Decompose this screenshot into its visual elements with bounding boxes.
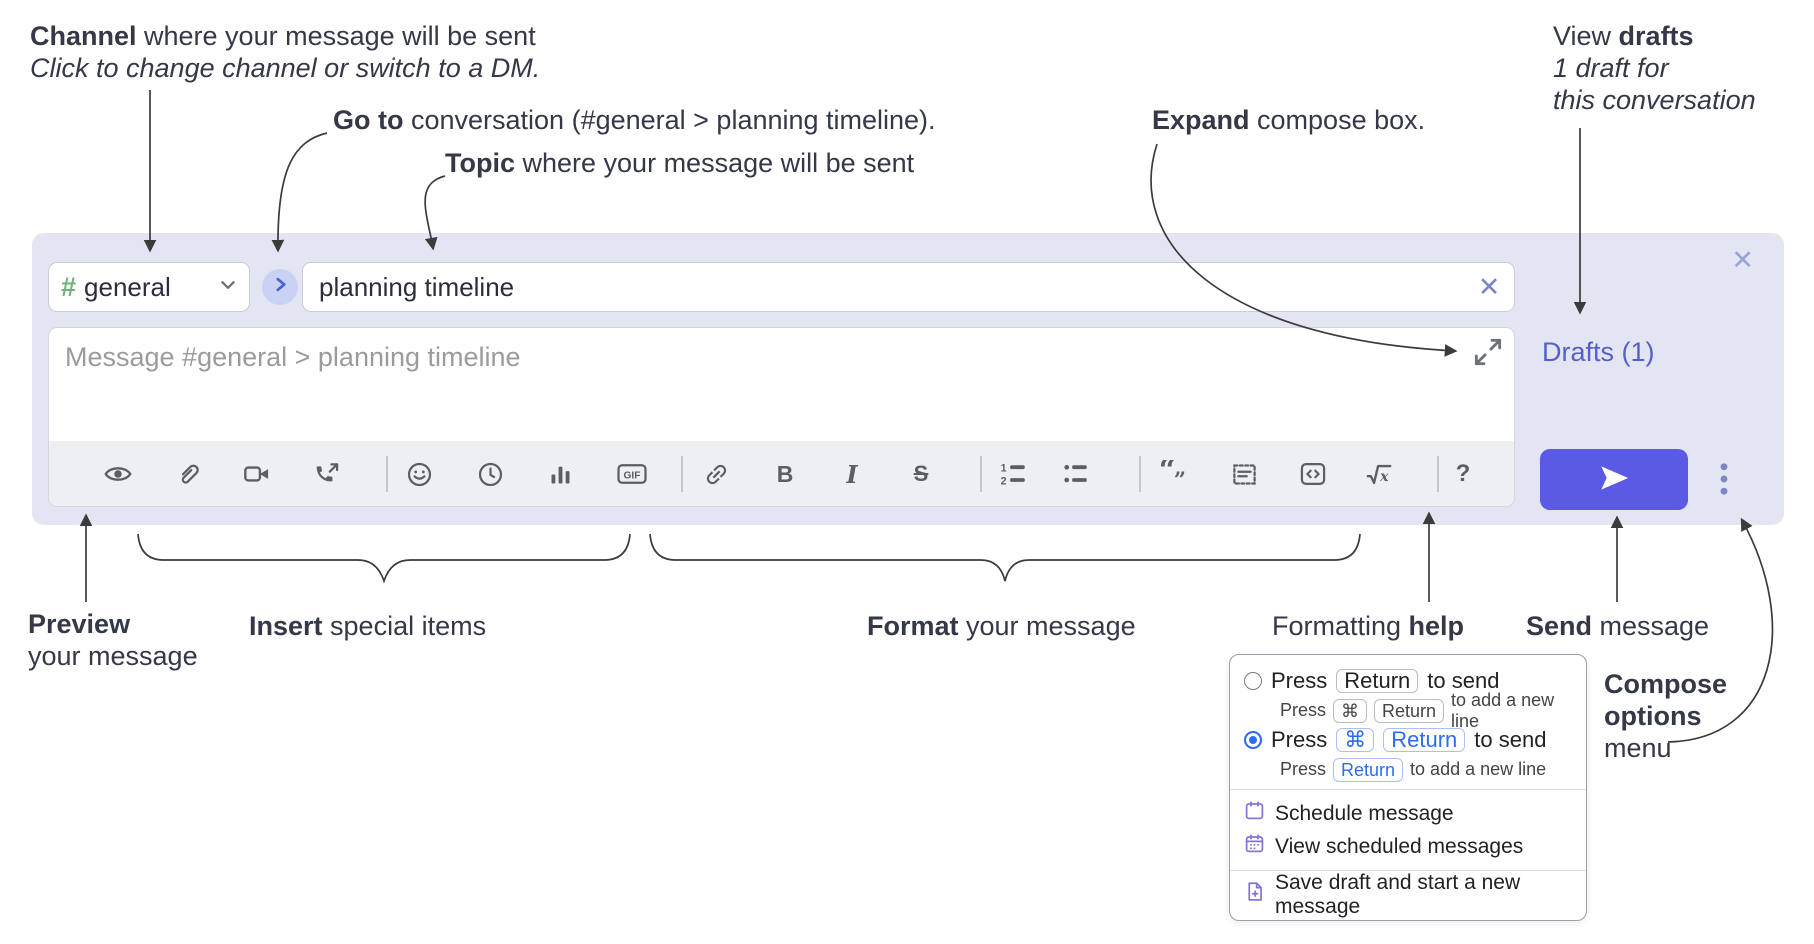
bulleted-list-icon[interactable] <box>1061 454 1089 494</box>
kbd-cmd: ⌘ <box>1336 728 1375 752</box>
attach-file-icon[interactable] <box>173 454 201 494</box>
expand-compose-icon[interactable] <box>1474 338 1502 366</box>
send-option-cmd-return[interactable]: Press ⌘ Return to send <box>1230 723 1586 757</box>
close-compose-icon[interactable]: ✕ <box>1731 245 1754 275</box>
svg-text:x: x <box>1379 469 1389 485</box>
message-textarea[interactable] <box>49 328 1514 440</box>
svg-text:2: 2 <box>1000 475 1006 487</box>
svg-text:1: 1 <box>1000 462 1006 474</box>
go-to-conversation-button[interactable] <box>262 269 298 305</box>
channel-annotation-line2: Click to change channel or switch to a D… <box>30 53 541 83</box>
channel-selector[interactable]: # general <box>48 262 250 312</box>
send-button[interactable] <box>1540 449 1688 510</box>
voice-call-icon[interactable] <box>313 454 341 494</box>
kbd-return: Return <box>1383 728 1466 752</box>
toolbar-divider <box>1139 456 1141 492</box>
channel-name: general <box>84 271 171 302</box>
topic-clear-icon[interactable]: ✕ <box>1477 271 1501 302</box>
strikethrough-icon[interactable]: S <box>913 461 929 486</box>
view-scheduled-messages-item[interactable]: View scheduled messages <box>1230 830 1586 863</box>
math-icon[interactable]: x <box>1361 454 1397 494</box>
svg-text:”: ” <box>1174 467 1186 488</box>
preview-annotation: Preview your message <box>28 609 198 671</box>
poll-icon[interactable] <box>546 454 574 494</box>
italic-icon[interactable]: I <box>846 459 858 489</box>
link-icon[interactable] <box>702 454 730 494</box>
time-icon[interactable] <box>476 454 504 494</box>
insert-annotation: Insert special items <box>249 611 487 641</box>
schedule-message-item[interactable]: Schedule message <box>1230 797 1586 830</box>
kbd-return: Return <box>1374 698 1445 723</box>
drafts-link[interactable]: Drafts (1) <box>1542 337 1655 367</box>
send-option-return-sub: Press ⌘ Return to add a new line <box>1280 689 1555 731</box>
radio-selected[interactable] <box>1244 731 1262 749</box>
save-draft-item[interactable]: Save draft and start a new message <box>1230 871 1586 918</box>
format-annotation: Format your message <box>867 611 1136 641</box>
kbd-cmd: ⌘ <box>1333 698 1368 723</box>
channel-annotation-rest: where your message will be sent <box>136 21 536 51</box>
quote-icon[interactable]: “” <box>1161 454 1189 494</box>
calendar-grid-icon <box>1244 833 1265 860</box>
kbd-return: Return <box>1333 757 1404 782</box>
chevron-right-icon <box>272 276 289 298</box>
formatting-help-icon[interactable]: ? <box>1455 460 1471 487</box>
toolbar-divider <box>1437 456 1439 492</box>
kbd-return: Return <box>1336 669 1419 693</box>
send-option-return[interactable]: Press Return to send <box>1230 664 1586 698</box>
radio-unselected[interactable] <box>1244 672 1262 690</box>
send-icon <box>1597 461 1631 498</box>
send-options-popup: Press Return to send Press ⌘ Return to a… <box>1229 654 1587 921</box>
new-draft-icon <box>1244 881 1265 908</box>
brace-insert <box>137 533 631 584</box>
toolbar-divider <box>386 456 388 492</box>
toolbar-divider <box>681 456 683 492</box>
toolbar-divider <box>980 456 982 492</box>
svg-text:GIF: GIF <box>623 470 640 481</box>
compose-box: # general ✕ ✕ Drafts (1) <box>32 233 1784 525</box>
channel-annotation: Channel where your message will be sent … <box>30 20 540 84</box>
goto-annotation: Go to conversation (#general > planning … <box>333 105 936 135</box>
compose-toolbar: GIF B I S 12 “” <box>49 441 1514 506</box>
compose-options-icon[interactable] <box>1710 459 1738 499</box>
video-call-icon[interactable] <box>243 454 271 494</box>
preview-icon[interactable] <box>104 454 132 494</box>
emoji-icon[interactable] <box>405 454 433 494</box>
formatting-help-annotation: Formatting help <box>1272 611 1465 641</box>
spoiler-icon[interactable] <box>1230 454 1258 494</box>
send-annotation: Send message <box>1526 611 1710 641</box>
svg-text:“: “ <box>1161 460 1176 488</box>
channel-hash-icon: # <box>61 271 77 302</box>
chevron-down-icon <box>219 276 237 299</box>
channel-annotation-bold: Channel <box>30 21 137 51</box>
popup-divider <box>1230 789 1586 790</box>
expand-annotation: Expand compose box. <box>1152 105 1426 135</box>
topic-annotation: Topic where your message will be sent <box>445 148 915 178</box>
message-box: GIF B I S 12 “” <box>48 327 1515 507</box>
gif-icon[interactable]: GIF <box>610 454 654 494</box>
popup-divider <box>1230 870 1586 871</box>
send-option-cmd-return-sub: Press Return to add a new line <box>1280 757 1547 782</box>
calendar-icon <box>1244 800 1265 827</box>
compose-options-annotation: Compose options menu <box>1604 669 1728 763</box>
bold-icon[interactable]: B <box>776 460 794 487</box>
topic-input[interactable] <box>302 262 1515 312</box>
code-icon[interactable] <box>1299 454 1327 494</box>
brace-format <box>649 533 1361 582</box>
view-drafts-annotation: View drafts 1 draft for this conversatio… <box>1553 21 1756 115</box>
